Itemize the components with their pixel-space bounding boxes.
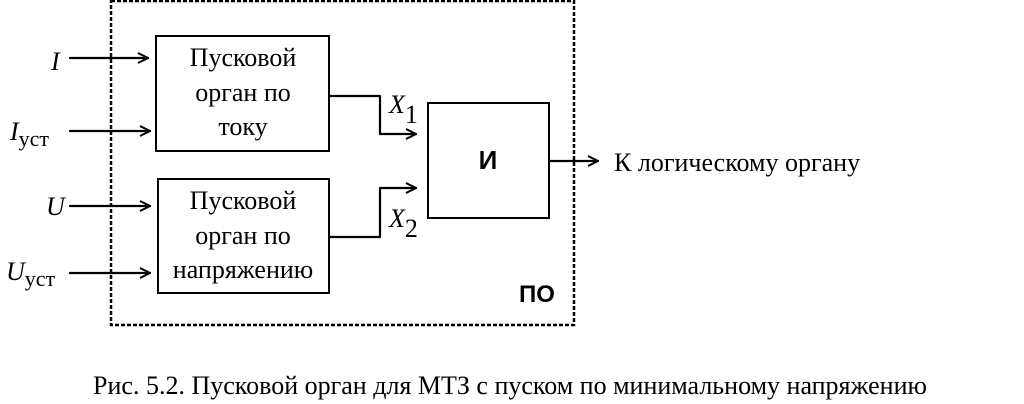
input-i-set-label: Iуст xyxy=(9,117,49,151)
and-block xyxy=(427,102,550,219)
voltage-start-block xyxy=(157,178,330,294)
current-block-line-3: току xyxy=(218,112,267,141)
output-label: К логическому органу xyxy=(614,148,860,177)
signal-x1-label: X1 xyxy=(388,90,418,129)
voltage-block-line-2: орган по xyxy=(195,221,291,250)
input-u-set-label: Uуст xyxy=(6,257,56,291)
po-enclosure xyxy=(109,0,576,327)
figure-caption: Рис. 5.2. Пусковой орган для МТЗ с пуско… xyxy=(93,371,927,400)
input-i-label: I xyxy=(50,47,61,76)
voltage-block-line-3: напряжению xyxy=(173,255,313,284)
signal-x2-wire xyxy=(327,188,418,239)
current-start-block xyxy=(155,35,330,152)
current-block-line-1: Пусковой xyxy=(190,43,297,72)
po-label: ПО xyxy=(519,281,555,308)
current-block-line-2: орган по xyxy=(195,78,291,107)
voltage-block-line-1: Пусковой xyxy=(190,186,297,215)
signal-x1-wire xyxy=(327,94,418,134)
input-u-label: U xyxy=(46,192,67,221)
signal-x2-label: X2 xyxy=(388,204,418,243)
and-block-label: И xyxy=(479,145,498,175)
